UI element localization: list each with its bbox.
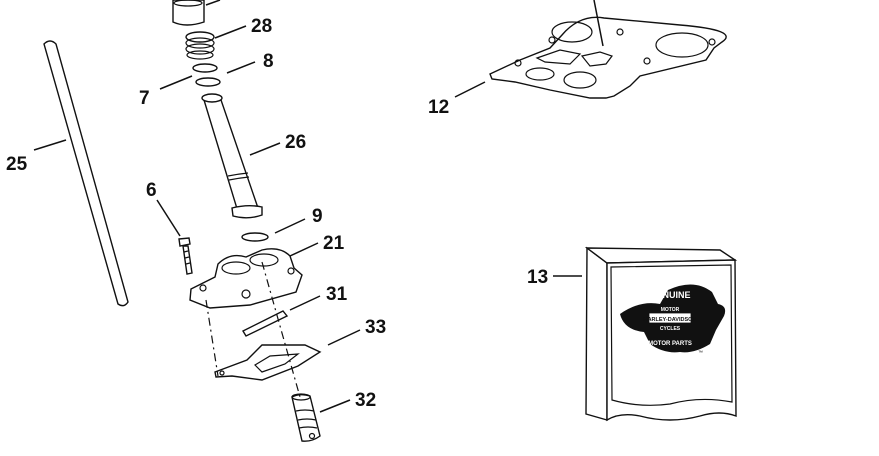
leader-33	[327, 329, 361, 346]
centerline-left	[205, 299, 219, 377]
leader-32	[319, 399, 351, 413]
part-13-gasket-box[interactable]: 13 GENUINE HARLEY-DAVIDSON MOTOR CYCLES …	[527, 246, 738, 422]
part-25-pushrod[interactable]: 25	[6, 40, 129, 307]
logo-genuine-text: GENUINE	[649, 290, 690, 300]
leader-31	[289, 295, 321, 311]
label-31: 31	[326, 284, 348, 305]
centerline-right	[261, 261, 301, 398]
label-32: 32	[355, 390, 376, 411]
logo-motor-parts-text: MOTOR PARTS	[648, 341, 692, 347]
label-13: 13	[527, 267, 548, 288]
genuine-motor-parts-logo: GENUINE HARLEY-DAVIDSON MOTOR CYCLES MOT…	[620, 284, 726, 356]
logo-badge-top: MOTOR	[661, 307, 680, 313]
label-8: 8	[263, 51, 274, 72]
leader-26	[249, 142, 281, 156]
leader-upper	[593, 0, 604, 47]
part-21-lifter-block[interactable]: 21	[189, 233, 345, 309]
leader-7	[159, 75, 193, 90]
part-26-cover-tube[interactable]: 26	[201, 93, 306, 219]
label-9: 9	[312, 206, 323, 227]
label-12: 12	[428, 97, 449, 118]
leader-6	[156, 199, 181, 237]
label-21: 21	[323, 233, 345, 254]
label-6: 6	[146, 180, 157, 201]
logo-badge-text: HARLEY-DAVIDSON	[644, 317, 697, 323]
leader-25	[33, 139, 67, 151]
part-8-o-ring[interactable]: 8	[192, 51, 274, 74]
part-31-pin[interactable]: 31	[242, 284, 348, 337]
part-6-bolt[interactable]: 6	[146, 180, 193, 275]
leader-21	[289, 242, 319, 257]
logo-badge-bottom: CYCLES	[660, 326, 681, 332]
label-28: 28	[251, 16, 272, 37]
leader-9	[274, 218, 306, 234]
leader-8	[226, 61, 256, 74]
leader-12	[454, 81, 486, 98]
label-25: 25	[6, 154, 28, 175]
part-9-o-ring[interactable]: 9	[241, 206, 323, 242]
label-26: 26	[285, 132, 306, 153]
part-28-spring[interactable]: 28	[185, 16, 272, 60]
label-7: 7	[139, 88, 150, 109]
part-top-sleeve	[172, 0, 221, 26]
logo-tm: ™	[698, 350, 703, 356]
part-32-lifter[interactable]: 32	[291, 390, 376, 442]
label-33: 33	[365, 317, 386, 338]
part-12-head-gasket[interactable]: 12	[428, 0, 727, 118]
part-7-o-ring[interactable]: 7	[139, 75, 221, 109]
leader-28	[214, 25, 247, 39]
part-33-gasket[interactable]: 33	[214, 317, 386, 381]
